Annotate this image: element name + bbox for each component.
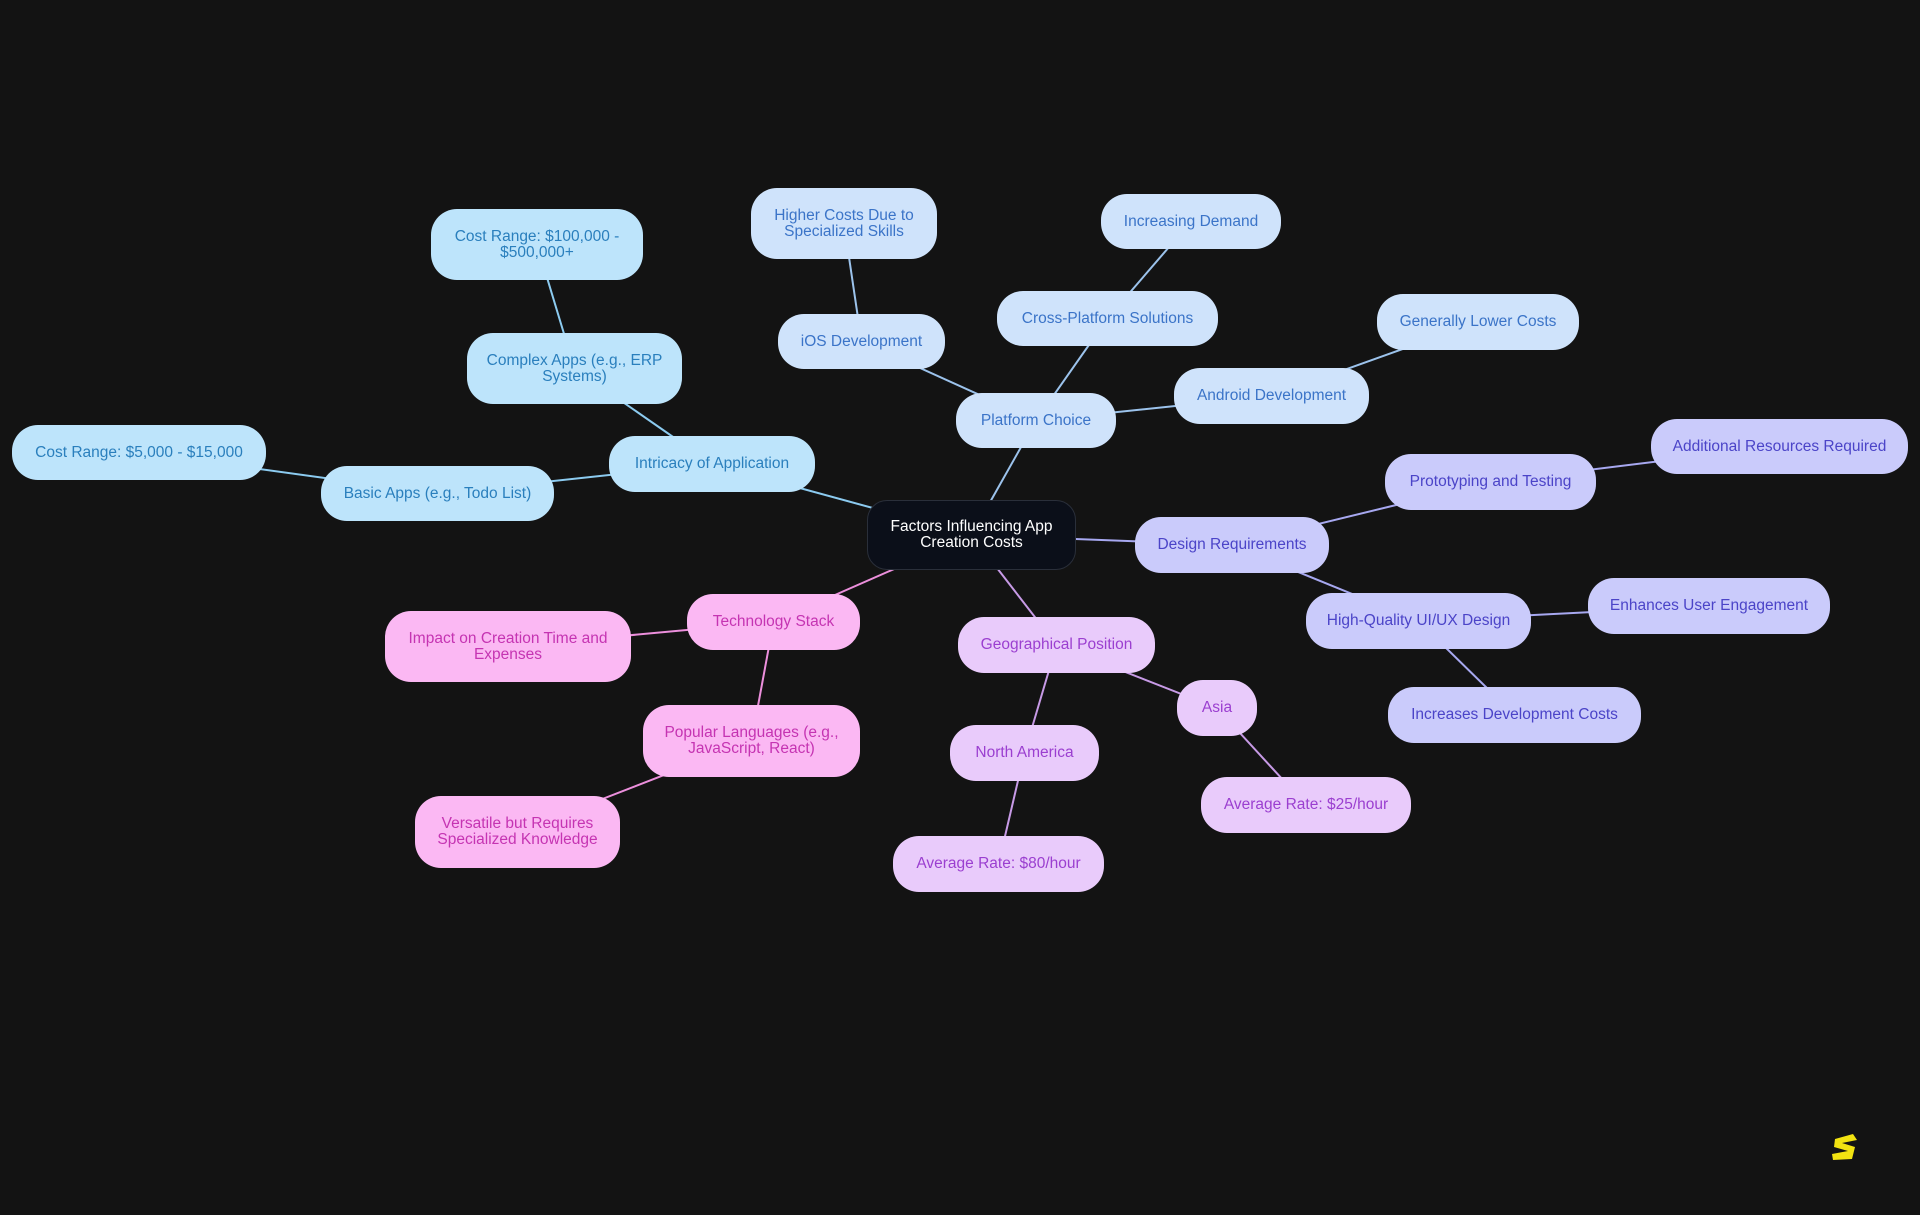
- basic-cost-node: Cost Range: $5,000 - $15,000: [12, 425, 266, 480]
- north-america-rate-node: Average Rate: $80/hour: [893, 836, 1104, 892]
- north-america-node: North America: [950, 725, 1099, 781]
- root-node: Factors Influencing App Creation Costs: [867, 500, 1076, 570]
- android-note-node: Generally Lower Costs: [1377, 294, 1579, 350]
- technology-node: Technology Stack: [687, 594, 860, 650]
- complex-apps-node: Complex Apps (e.g., ERP Systems): [467, 333, 682, 404]
- ios-note-node: Higher Costs Due to Specialized Skills: [751, 188, 937, 259]
- prototyping-note-node: Additional Resources Required: [1651, 419, 1908, 474]
- languages-note-node: Versatile but Requires Specialized Knowl…: [415, 796, 620, 868]
- uiux-engagement-node: Enhances User Engagement: [1588, 578, 1830, 634]
- languages-node: Popular Languages (e.g., JavaScript, Rea…: [643, 705, 860, 777]
- uiux-node: High-Quality UI/UX Design: [1306, 593, 1531, 649]
- prototyping-node: Prototyping and Testing: [1385, 454, 1596, 510]
- platform-node: Platform Choice: [956, 393, 1116, 448]
- basic-apps-node: Basic Apps (e.g., Todo List): [321, 466, 554, 521]
- geography-node: Geographical Position: [958, 617, 1155, 673]
- cross-platform-note-node: Increasing Demand: [1101, 194, 1281, 249]
- impact-node: Impact on Creation Time and Expenses: [385, 611, 631, 682]
- asia-rate-node: Average Rate: $25/hour: [1201, 777, 1411, 833]
- logo-s-icon: [1832, 1134, 1857, 1160]
- cross-platform-node: Cross-Platform Solutions: [997, 291, 1218, 346]
- android-node: Android Development: [1174, 368, 1369, 424]
- asia-node: Asia: [1177, 680, 1257, 736]
- intricacy-node: Intricacy of Application: [609, 436, 815, 492]
- complex-cost-node: Cost Range: $100,000 - $500,000+: [431, 209, 643, 280]
- design-node: Design Requirements: [1135, 517, 1329, 573]
- ios-node: iOS Development: [778, 314, 945, 369]
- uiux-costs-node: Increases Development Costs: [1388, 687, 1641, 743]
